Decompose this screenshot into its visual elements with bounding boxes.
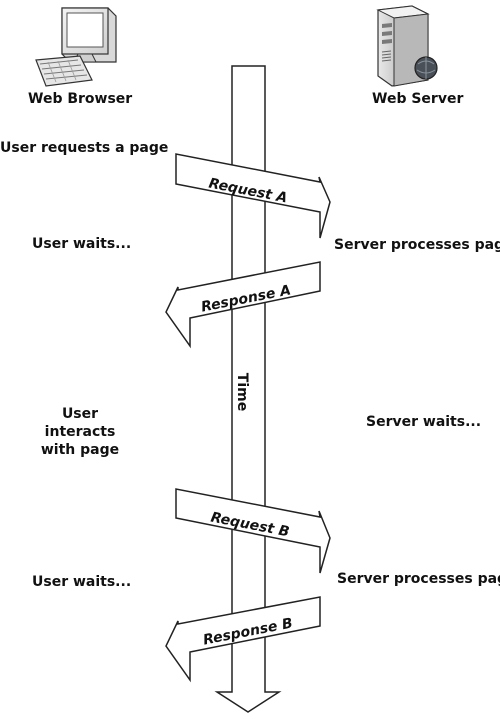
left-note-user-interacts: User interacts with page xyxy=(40,406,120,458)
right-note-server-processes-1: Server processes page xyxy=(334,237,500,253)
actor-label-browser: Web Browser xyxy=(28,91,133,107)
computer-icon xyxy=(35,7,117,87)
server-tower-icon xyxy=(376,5,438,87)
actor-label-server: Web Server xyxy=(372,91,464,107)
left-note-user-waits-2: User waits... xyxy=(32,574,132,590)
timeline-arrow xyxy=(214,65,282,713)
left-note-user-waits-1: User waits... xyxy=(32,236,132,252)
right-note-server-waits: Server waits... xyxy=(366,414,482,430)
left-note-user-requests-page: User requests a page xyxy=(0,140,169,156)
timeline-label: Time xyxy=(234,373,250,411)
right-note-server-processes-2: Server processes page xyxy=(337,571,500,587)
